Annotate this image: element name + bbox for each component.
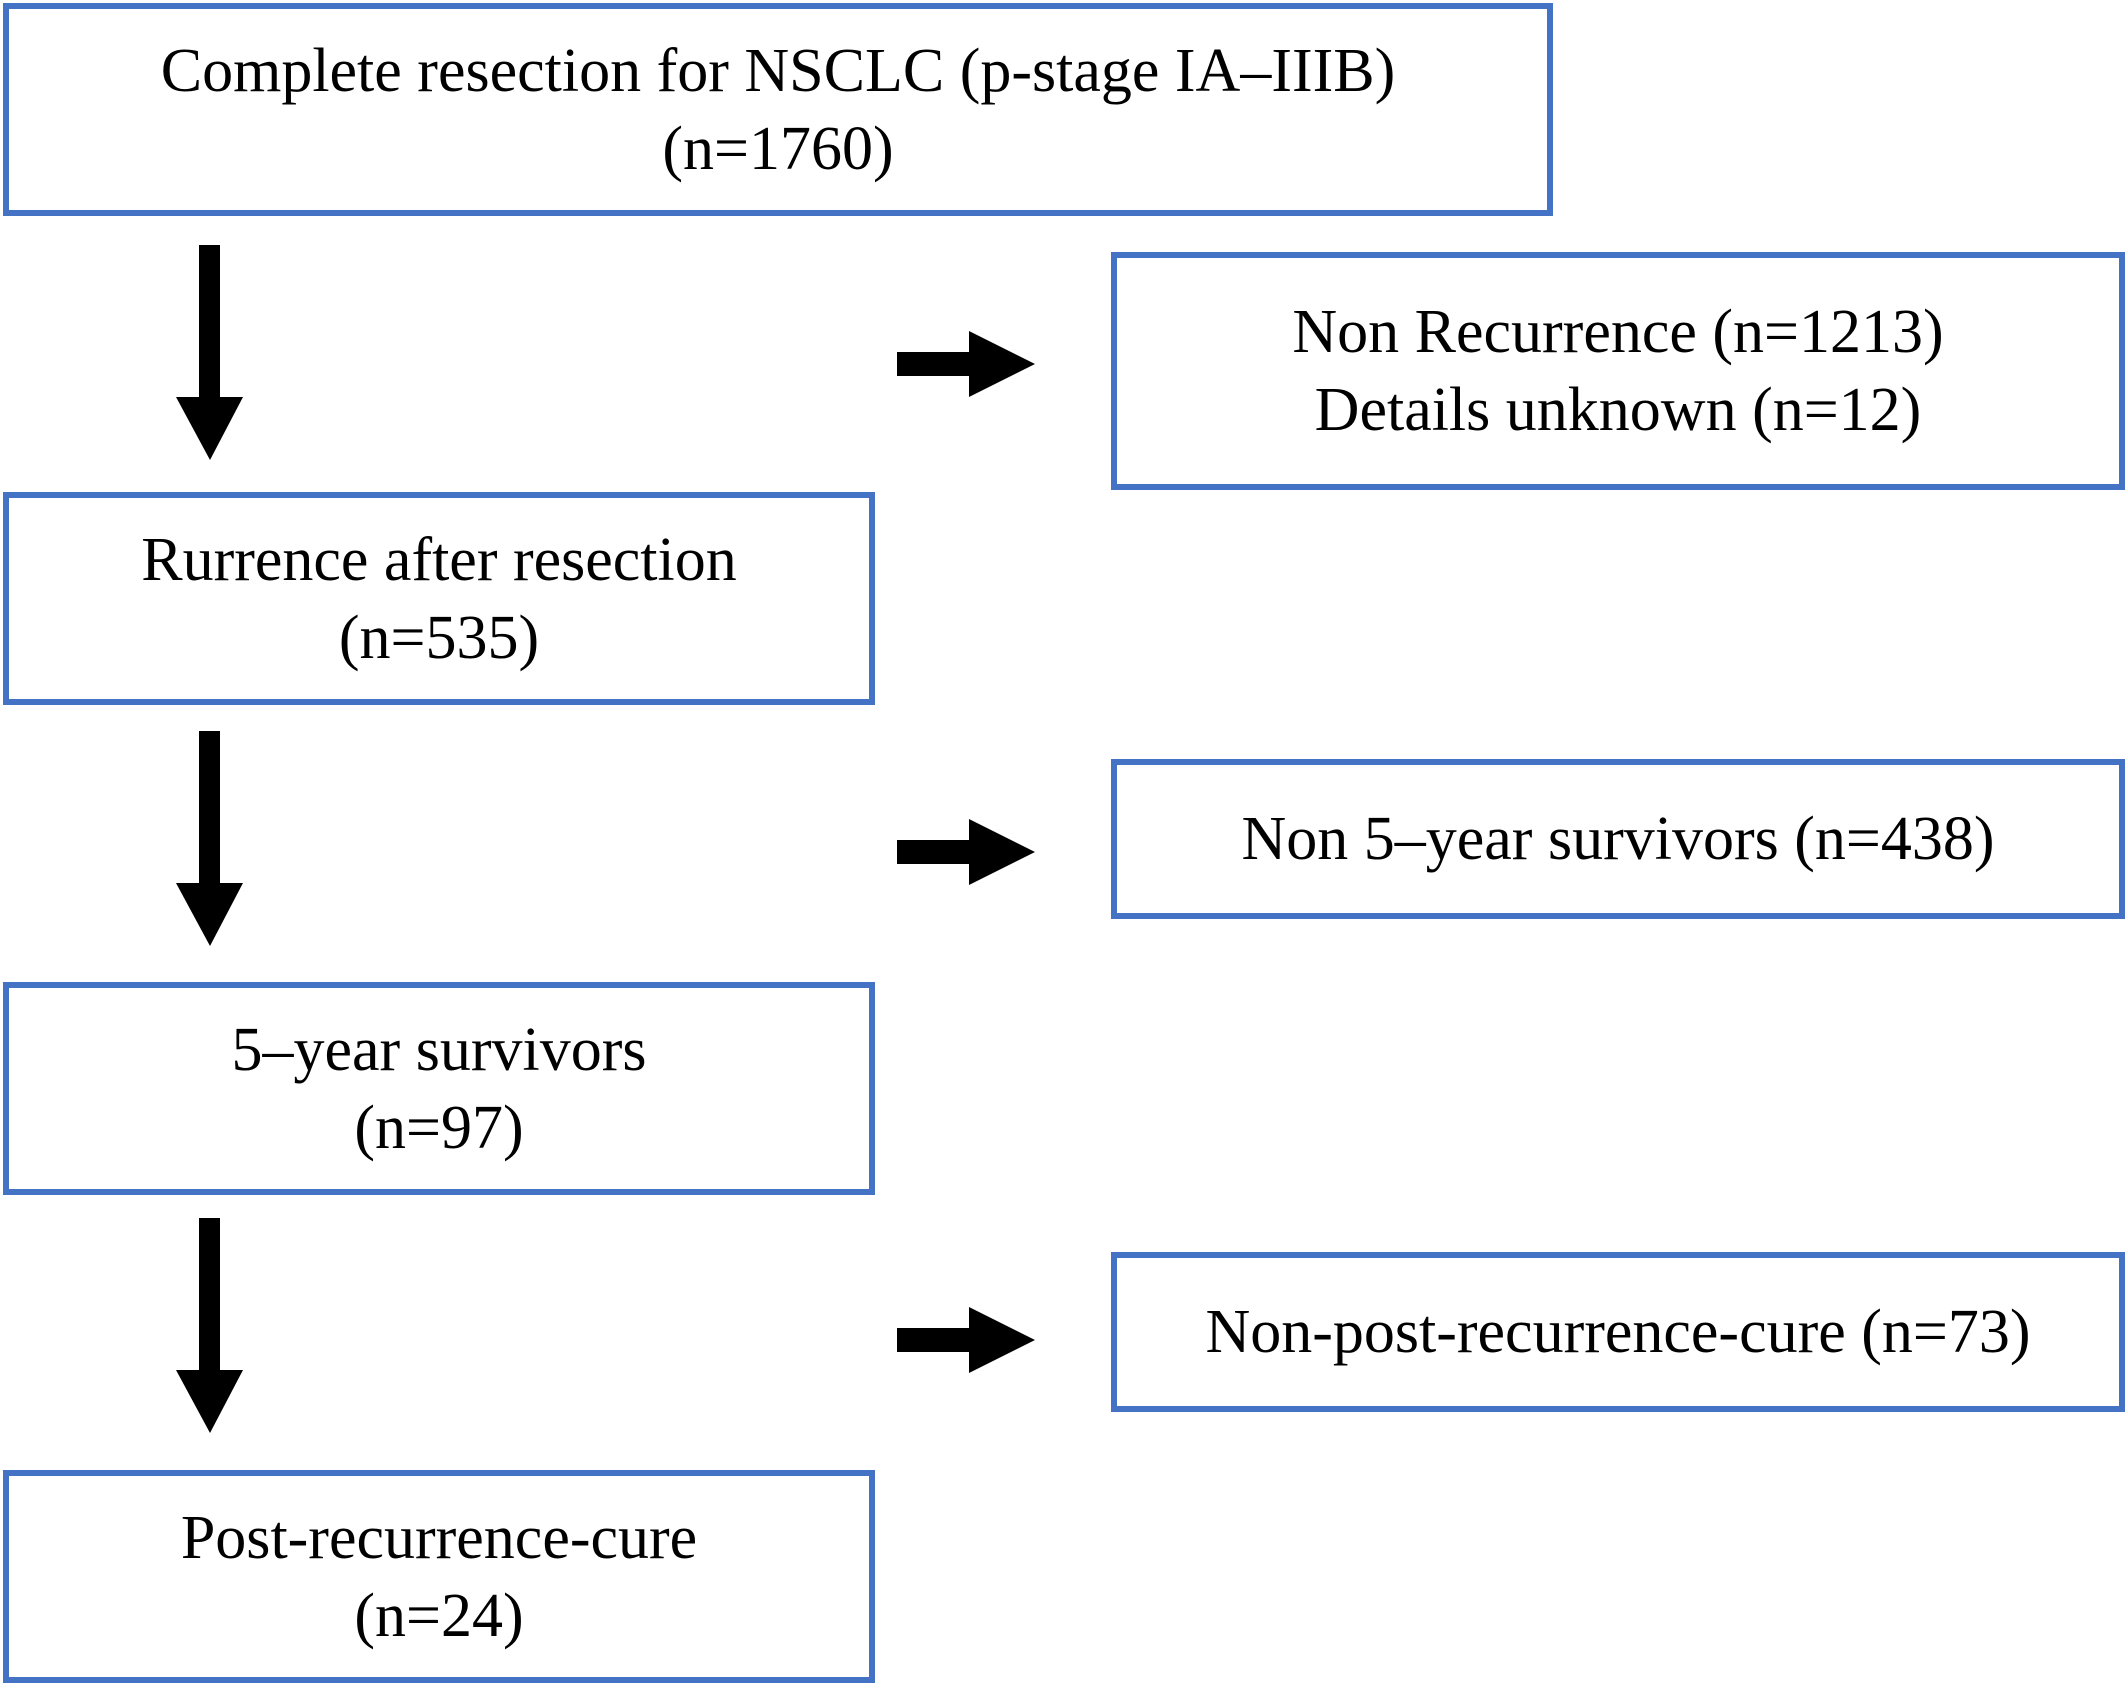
box-5-year-survivors-line2: (n=97) xyxy=(354,1093,524,1162)
box-non-recurrence: Non Recurrence (n=1213) Details unknown … xyxy=(1111,252,2125,490)
box-non-5-year-survivors: Non 5–year survivors (n=438) xyxy=(1111,759,2125,919)
right-arrow-3 xyxy=(897,1307,1035,1373)
box-non-recurrence-line2: Details unknown (n=12) xyxy=(1314,376,1922,444)
box-non-5-year-survivors-line1: Non 5–year survivors (n=438) xyxy=(1241,805,1995,873)
right-arrow-2 xyxy=(897,819,1035,885)
box-non-post-recurrence-cure: Non-post-recurrence-cure (n=73) xyxy=(1111,1252,2125,1412)
box-recurrence: Rurrence after resection (n=535) xyxy=(3,492,875,705)
box-post-recurrence-cure: Post-recurrence-cure (n=24) xyxy=(3,1470,875,1683)
box-complete-resection: Complete resection for NSCLC (p-stage IA… xyxy=(3,3,1553,216)
down-arrow-2 xyxy=(176,731,243,946)
box-post-recurrence-cure-line1: Post-recurrence-cure xyxy=(180,1503,698,1572)
down-arrow-3 xyxy=(176,1218,243,1433)
box-5-year-survivors: 5–year survivors (n=97) xyxy=(3,982,875,1195)
box-non-post-recurrence-cure-line1: Non-post-recurrence-cure (n=73) xyxy=(1205,1298,2031,1366)
down-arrow-1 xyxy=(176,245,243,460)
box-complete-resection-line2: (n=1760) xyxy=(662,114,894,183)
box-post-recurrence-cure-line2: (n=24) xyxy=(354,1581,524,1650)
box-non-recurrence-line1: Non Recurrence (n=1213) xyxy=(1292,298,1944,366)
box-recurrence-line2: (n=535) xyxy=(338,603,540,672)
box-5-year-survivors-line1: 5–year survivors xyxy=(231,1015,647,1084)
right-arrow-1 xyxy=(897,331,1035,397)
box-recurrence-line1: Rurrence after resection xyxy=(141,525,737,594)
box-complete-resection-line1: Complete resection for NSCLC (p-stage IA… xyxy=(160,36,1396,105)
